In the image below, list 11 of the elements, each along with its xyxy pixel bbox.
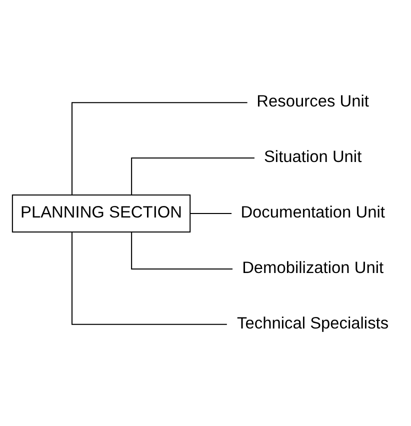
node-text: Documentation Unit [240, 202, 385, 221]
node-text: Demobilization Unit [242, 258, 384, 276]
connector [71, 102, 248, 194]
node-text: Resources Unit [256, 92, 369, 110]
node-box: PLANNING SECTION [12, 194, 191, 232]
node-text: Technical Specialists [237, 314, 389, 332]
connector [131, 157, 254, 194]
connector [71, 232, 227, 324]
connector [190, 212, 232, 214]
connector [131, 232, 233, 269]
node-text: Situation Unit [264, 147, 362, 166]
